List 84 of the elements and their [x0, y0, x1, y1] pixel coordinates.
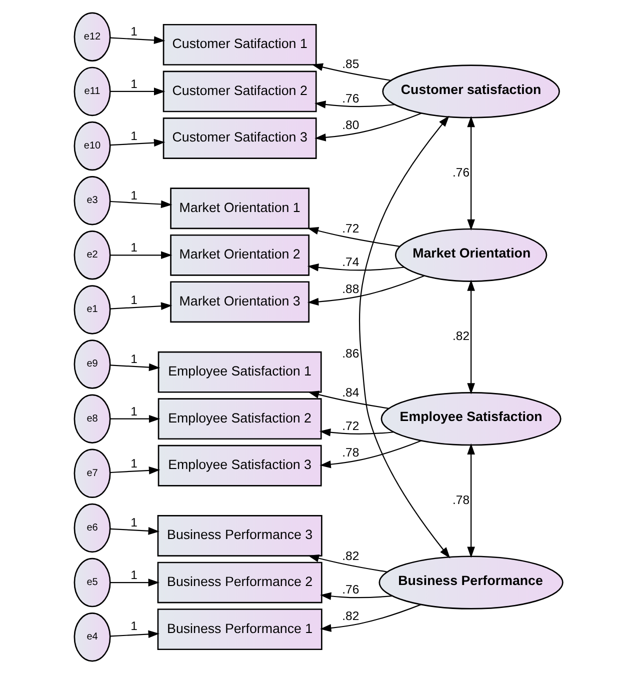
arrow — [110, 200, 172, 208]
arrow — [110, 138, 165, 147]
arrow — [318, 428, 393, 436]
edge-label: 1 — [130, 456, 137, 471]
node-ellipse: e8 — [73, 394, 110, 444]
node-box: Customer Satifaction 3 — [162, 118, 316, 159]
node-ellipse: e7 — [73, 448, 110, 498]
edge-label: .72 — [342, 418, 359, 433]
node-box: Employee Satisfaction 1 — [157, 351, 322, 393]
edge-label: 1 — [130, 619, 137, 634]
node-box: Customer Satifaction 2 — [162, 70, 316, 112]
arrow — [307, 554, 387, 572]
edge-label: .88 — [342, 282, 359, 296]
arrow — [314, 100, 394, 108]
edge-label: .78 — [452, 492, 470, 507]
edge-label: 1 — [130, 240, 137, 255]
edge-label: 1 — [130, 516, 137, 530]
node-ellipse: e6 — [73, 503, 110, 553]
node-ellipse: e5 — [73, 558, 110, 608]
edge-label: .86 — [342, 346, 359, 360]
node-box: Business Performance 1 — [156, 608, 322, 650]
edge-label: .82 — [342, 549, 359, 564]
arrow — [466, 116, 474, 231]
node-ellipse: e11 — [73, 66, 110, 116]
node-ellipse: e1 — [73, 285, 110, 334]
arrow — [110, 578, 159, 586]
arrow — [306, 264, 404, 272]
edge-label: .76 — [342, 582, 359, 596]
arrow — [110, 302, 172, 310]
node-ellipse: e10 — [73, 121, 110, 171]
edge-label: 1 — [130, 188, 137, 202]
edge-label: 1 — [130, 404, 137, 418]
arrow — [319, 440, 422, 468]
arrow — [320, 592, 392, 600]
edge-label: .82 — [452, 329, 470, 344]
edge-label: 1 — [130, 292, 137, 307]
edge-label: 1 — [130, 129, 137, 144]
edge-label: .78 — [342, 445, 359, 460]
edge-label: .80 — [342, 118, 359, 132]
arrow — [307, 390, 388, 409]
edge-label: 1 — [130, 568, 137, 582]
arrow — [358, 116, 450, 558]
edge-label: 1 — [130, 76, 137, 91]
arrow — [320, 604, 421, 632]
arrow — [306, 226, 400, 247]
node-ellipse: Customer satisfaction — [382, 64, 560, 118]
node-box: Employee Satisfaction 2 — [157, 398, 322, 440]
arrow — [110, 88, 165, 96]
arrow — [306, 275, 424, 306]
arrow — [466, 443, 474, 558]
arrow — [311, 63, 390, 81]
node-ellipse: Employee Satisfaction — [380, 392, 561, 446]
node-box: Business Performance 3 — [156, 515, 322, 556]
node-box: Market Orientation 2 — [170, 234, 310, 276]
edge-label: .76 — [342, 91, 359, 106]
arrow — [110, 414, 160, 423]
node-box: Market Orientation 3 — [170, 281, 310, 323]
edge-label: .84 — [342, 385, 359, 400]
node-ellipse: e3 — [73, 176, 110, 226]
arrow — [110, 466, 160, 474]
arrow — [110, 630, 159, 638]
node-ellipse: Business Performance — [378, 556, 563, 610]
node-ellipse: e12 — [73, 12, 110, 62]
edge-label: .74 — [342, 255, 359, 270]
arrow — [314, 112, 422, 142]
node-ellipse: Market Orientation — [394, 228, 547, 282]
node-box: Business Performance 2 — [156, 562, 322, 604]
arrow — [466, 280, 474, 394]
node-box: Customer Satifaction 1 — [162, 24, 316, 66]
arrow — [110, 527, 159, 535]
edge-label: .76 — [452, 165, 470, 180]
node-box: Market Orientation 1 — [170, 188, 310, 230]
arrow — [110, 363, 160, 372]
node-ellipse: e9 — [73, 340, 110, 389]
arrow — [110, 251, 172, 260]
node-box: Employee Satisfaction 3 — [157, 444, 322, 486]
edge-label: 1 — [130, 24, 137, 39]
edge-label: 1 — [130, 352, 137, 366]
edge-label: .85 — [342, 56, 359, 71]
node-ellipse: e4 — [73, 612, 110, 662]
arrow — [110, 36, 165, 44]
edge-label: .82 — [342, 609, 359, 624]
node-ellipse: e2 — [73, 230, 110, 280]
edge-label: .72 — [342, 222, 359, 236]
